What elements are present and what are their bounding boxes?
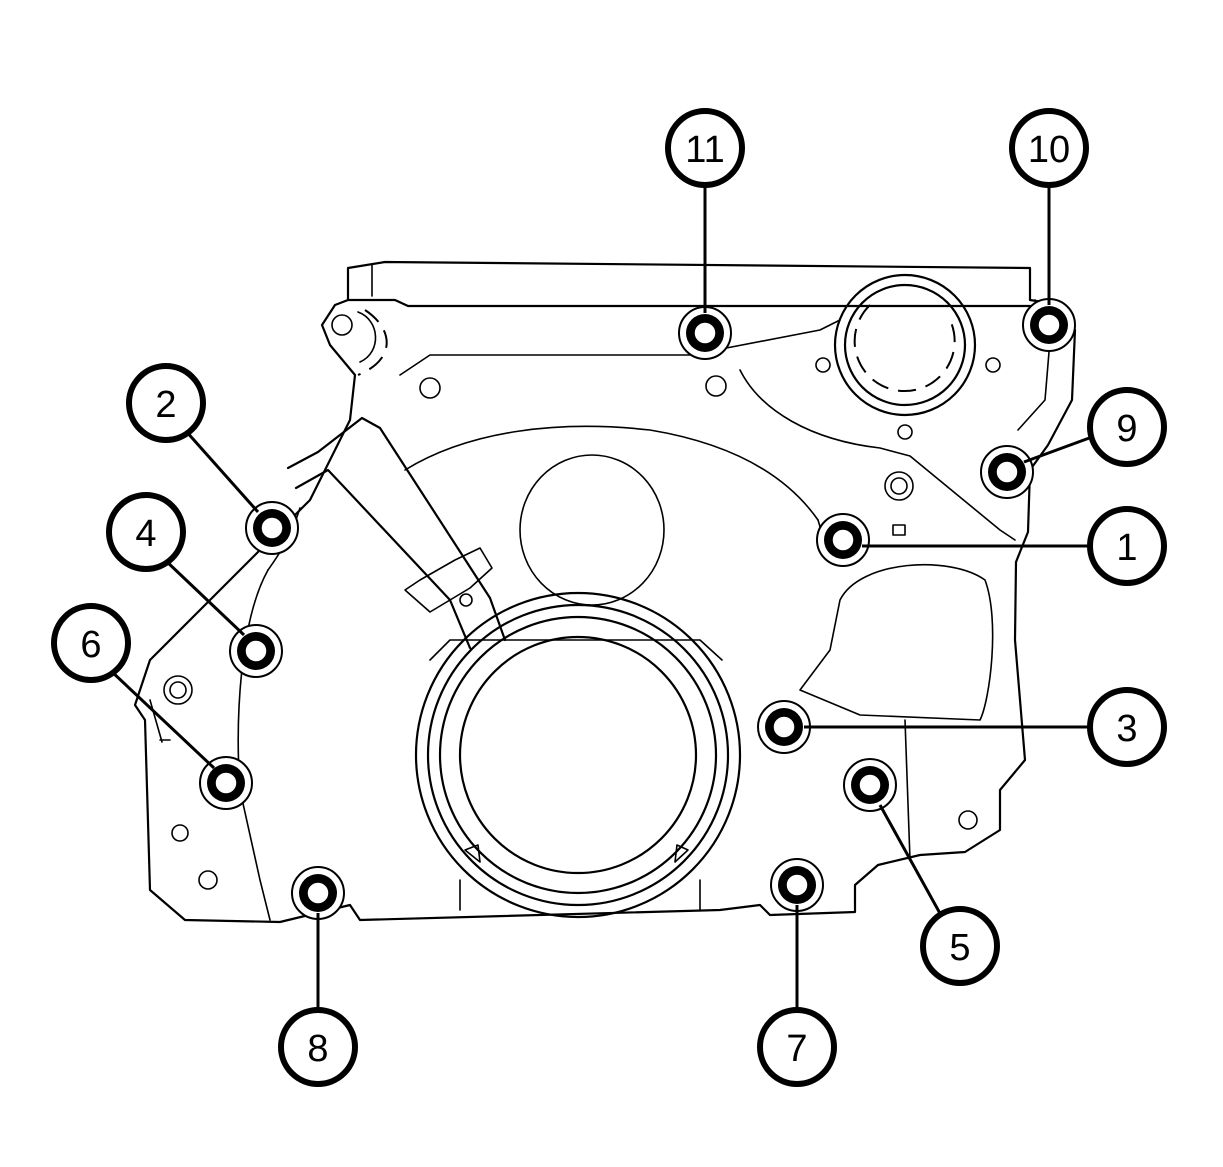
bolt-11 (678, 306, 732, 360)
crankshaft-seal (414, 591, 742, 919)
callout-label-4: 4 (135, 513, 156, 555)
gear-cavity (404, 425, 831, 606)
callout-4: 4 (106, 492, 246, 637)
callout-2: 2 (126, 363, 260, 513)
callout-1: 1 (862, 506, 1167, 586)
cam-sensor-housing (815, 273, 1001, 536)
callout-label-10: 10 (1028, 129, 1070, 171)
callout-label-5: 5 (949, 927, 970, 969)
bolt-3 (757, 700, 811, 754)
callout-7: 7 (757, 905, 837, 1087)
callout-8: 8 (278, 913, 358, 1087)
callout-11: 11 (665, 108, 745, 313)
callout-10: 10 (1009, 108, 1089, 305)
bolt-7 (770, 858, 824, 912)
bolt-5 (843, 758, 897, 812)
cover-outline (133, 260, 1077, 924)
callout-label-1: 1 (1116, 527, 1137, 569)
callout-label-11: 11 (685, 129, 724, 171)
callout-3: 3 (804, 687, 1167, 767)
callout-9: 9 (1023, 387, 1167, 467)
left-details (149, 507, 301, 921)
bolt-9 (980, 445, 1034, 499)
callout-label-8: 8 (307, 1028, 328, 1070)
bolt-4 (229, 624, 283, 678)
bolt-2 (245, 501, 299, 555)
bolt-1 (816, 513, 870, 567)
callout-5: 5 (878, 804, 1000, 986)
right-pocket (799, 563, 994, 861)
callout-label-9: 9 (1116, 408, 1137, 450)
callout-6: 6 (51, 603, 216, 770)
callout-label-3: 3 (1116, 708, 1137, 750)
callout-label-2: 2 (155, 384, 176, 426)
callout-label-7: 7 (786, 1028, 807, 1070)
bolt-8 (291, 866, 345, 920)
oil-tube (286, 416, 507, 650)
bolt-10 (1022, 298, 1076, 352)
bolt-6 (199, 756, 253, 810)
callout-label-6: 6 (80, 624, 101, 666)
